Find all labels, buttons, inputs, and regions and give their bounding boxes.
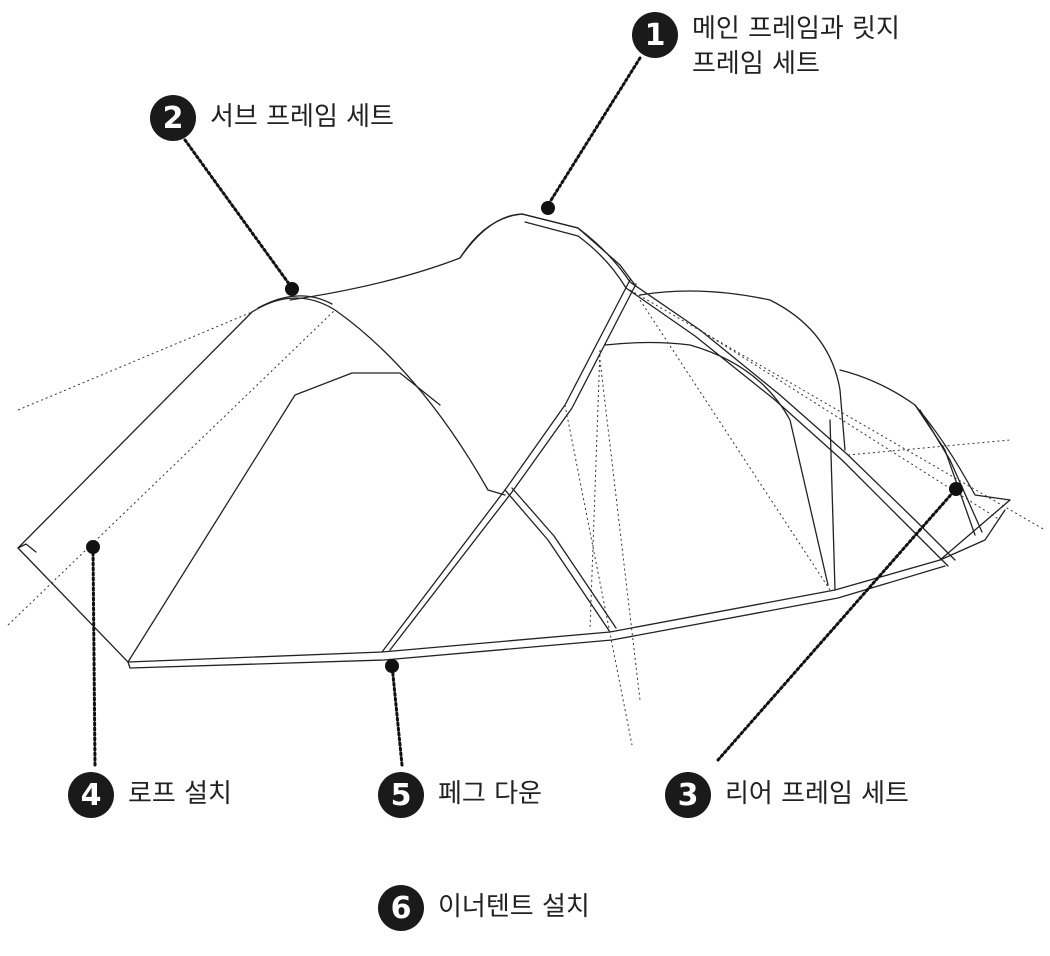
rear-dome xyxy=(639,290,846,451)
leader-2 xyxy=(183,138,294,290)
cross-pole-a xyxy=(381,279,631,653)
callout-5: 5 페그 다운 xyxy=(378,772,542,818)
step-badge-5: 5 xyxy=(378,772,424,818)
tent-floor xyxy=(17,499,1011,663)
front-vestibule xyxy=(17,311,441,663)
anchor-dots xyxy=(86,201,963,673)
callout-6: 6 이너텐트 설치 xyxy=(378,885,590,931)
anchor-dot-2 xyxy=(285,282,299,296)
anchor-dot-1 xyxy=(541,201,555,215)
callout-2: 2 서브 프레임 세트 xyxy=(150,95,394,141)
step-label-3: 리어 프레임 세트 xyxy=(725,779,909,810)
step-label-2: 서브 프레임 세트 xyxy=(210,102,394,133)
step-badge-6: 6 xyxy=(378,885,424,931)
callout-3: 3 리어 프레임 세트 xyxy=(665,772,909,818)
step-label-4: 로프 설치 xyxy=(128,779,232,810)
leader-3 xyxy=(716,488,957,762)
step-label-6: 이너텐트 설치 xyxy=(438,892,590,923)
step-badge-4: 4 xyxy=(68,772,114,818)
step-badge-2: 2 xyxy=(150,95,196,141)
step-label-1: 메인 프레임과 릿지 프레임 세트 xyxy=(692,12,900,82)
anchor-dot-4 xyxy=(86,540,100,554)
guy-lines xyxy=(7,289,1046,746)
step-badge-1: 1 xyxy=(632,12,678,58)
step-label-5: 페그 다운 xyxy=(438,779,542,810)
step-badge-3: 3 xyxy=(665,772,711,818)
anchor-dot-5 xyxy=(385,659,399,673)
canopy-ridge xyxy=(289,213,636,301)
leader-lines xyxy=(91,56,957,767)
main-frame-arch xyxy=(459,213,523,259)
callout-1: 1 메인 프레임과 릿지 프레임 세트 xyxy=(632,12,900,82)
step-label-1-line-1: 메인 프레임과 릿지 xyxy=(692,14,900,44)
anchor-dot-3 xyxy=(949,482,963,496)
cross-pole-b xyxy=(504,489,611,633)
leader-1 xyxy=(546,56,642,207)
sub-frame-arch xyxy=(251,297,506,496)
leader-4 xyxy=(91,546,97,767)
callout-4: 4 로프 설치 xyxy=(68,772,232,818)
leader-5 xyxy=(390,663,404,767)
step-label-1-line-2: 프레임 세트 xyxy=(692,49,820,80)
